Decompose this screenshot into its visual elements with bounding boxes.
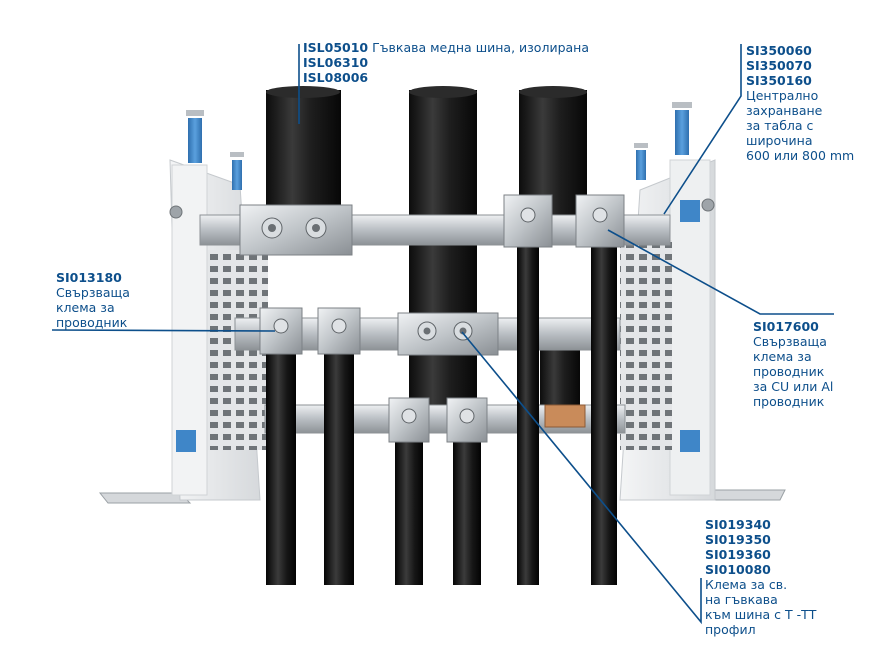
callout-code: ISL08006	[303, 70, 369, 85]
callout-description-line: за табла с	[746, 118, 814, 133]
callout-code: SI019350	[705, 532, 771, 547]
callout-code: SI350060	[746, 43, 812, 58]
leader-si017600	[607, 229, 834, 315]
leader-si013180	[51, 329, 276, 332]
callout-code: SI010080	[705, 562, 771, 577]
callout-description-line: широчина	[746, 133, 813, 148]
flexible-copper-busbars	[266, 86, 587, 420]
callout-isl-busbar: ISL05010 Гъвкава медна шина, изолирана I…	[303, 40, 589, 85]
callout-code: ISL06310	[303, 55, 369, 70]
callout-description-line: проводник	[753, 394, 825, 409]
top-busbar-clamp	[239, 204, 353, 256]
callout-code: SI350160	[746, 73, 812, 88]
conductor-cables	[266, 245, 617, 585]
middle-busbar-clamp	[397, 312, 499, 356]
callout-description-line: 600 или 800 mm	[746, 148, 855, 163]
callout-code: SI350070	[746, 58, 812, 73]
callout-description-line: за CU или Al	[753, 379, 834, 394]
callout-description: Гъвкава медна шина, изолирана	[372, 40, 589, 55]
right-support-frame	[619, 102, 716, 501]
callout-description-line: Свързваща	[56, 285, 130, 300]
copper-strip	[544, 404, 586, 428]
callout-flex-busbar-clamp: SI019340 SI019350 SI019360 SI010080 Клем…	[705, 517, 816, 637]
left-support-frame	[169, 110, 268, 501]
callout-leader-lines	[51, 44, 834, 625]
callout-cu-al-clamp: SI017600 Свързваща клема за проводник за…	[753, 319, 833, 409]
callout-description-line: на гъвкава	[705, 592, 778, 607]
callout-description-line: Клема за св.	[705, 577, 788, 592]
callout-code: ISL05010	[303, 40, 369, 55]
callout-description-line: проводник	[753, 364, 825, 379]
callout-description-line: клема за	[56, 300, 115, 315]
leader-si0193	[461, 331, 702, 625]
leader-si3500	[663, 44, 742, 215]
callout-description-line: Централно	[746, 88, 819, 103]
callout-description-line: захранване	[746, 103, 823, 118]
callout-code: SI017600	[753, 319, 819, 334]
callout-central-supply: SI350060 SI350070 SI350160 Централно зах…	[746, 43, 854, 163]
callout-description-line: проводник	[56, 315, 128, 330]
callout-description-line: към шина с Т -ТТ	[705, 607, 817, 622]
callout-code: SI019340	[705, 517, 771, 532]
callout-conductor-clamp: SI013180 Свързваща клема за проводник	[56, 270, 130, 330]
callout-description-line: Свързваща	[753, 334, 827, 349]
callout-description-line: клема за	[753, 349, 812, 364]
callout-code: SI013180	[56, 270, 122, 285]
callout-code: SI019360	[705, 547, 771, 562]
callout-description-line: профил	[705, 622, 756, 637]
